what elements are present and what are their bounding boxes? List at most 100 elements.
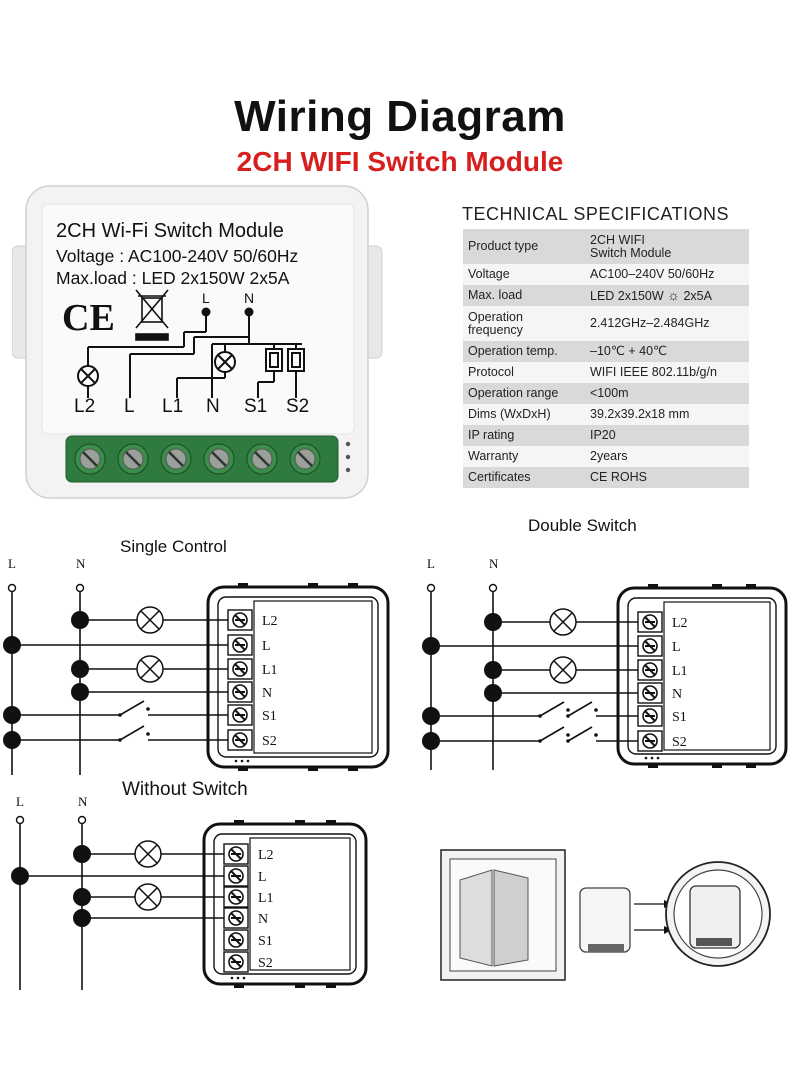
spec-value: 2years	[590, 449, 628, 463]
module-terminal-label: L2	[262, 614, 278, 629]
module-terminal	[223, 907, 249, 929]
junction-dot	[3, 636, 21, 654]
module-tab	[295, 820, 305, 825]
sun-icon: ☼	[667, 286, 680, 303]
switch-1b-contact	[566, 714, 570, 718]
terminal-screw	[232, 661, 248, 677]
module-terminal-label: L1	[672, 664, 688, 679]
module-inner-frame	[217, 596, 379, 758]
terminal-screw-slot	[230, 848, 242, 860]
module-terminal-label: S1	[262, 709, 277, 724]
lamp-cross	[140, 659, 160, 679]
module-tab	[348, 583, 358, 588]
spec-row: Dims (WxDxH)39.2x39.2x18 mm	[463, 404, 749, 425]
module-terminal	[227, 681, 253, 703]
spec-value: CE ROHS	[590, 470, 647, 484]
module-terminal	[637, 659, 663, 681]
terminal-screw	[232, 612, 248, 628]
module-terminal	[637, 682, 663, 704]
module-terminal	[223, 929, 249, 951]
module-schematic	[77, 307, 305, 398]
junction-dot	[73, 888, 91, 906]
junction-dot	[484, 613, 502, 631]
junction-dot	[71, 683, 89, 701]
spec-value: IP20	[590, 428, 616, 442]
module-terminal-label: S1	[672, 710, 687, 725]
line-label-L: L	[8, 556, 16, 571]
spec-value: <100m	[590, 386, 629, 400]
module-terminal	[637, 635, 663, 657]
terminal-screw	[228, 932, 244, 948]
spec-key: Max. load	[468, 288, 523, 302]
module-led-dot	[644, 756, 648, 760]
line-terminal	[77, 815, 87, 825]
spec-key: Product type	[468, 239, 539, 253]
module-terminal-N: N	[206, 396, 220, 417]
module-tab	[746, 584, 756, 589]
line-terminal	[15, 815, 25, 825]
module-terminal	[223, 865, 249, 887]
line-terminal	[7, 583, 17, 593]
junction-dot	[484, 684, 502, 702]
junction-dot	[484, 661, 502, 679]
module-tab	[712, 763, 722, 768]
lamp-icon	[134, 883, 162, 911]
terminal-screw-slot	[230, 956, 242, 968]
lamp-cross	[553, 660, 573, 680]
module-terminal	[223, 843, 249, 865]
without-switch-label: Without Switch	[122, 779, 248, 800]
module-terminal-L2: L2	[74, 396, 96, 417]
spec-value-extra: 2x5A	[683, 288, 712, 303]
install-arrow-head	[664, 926, 672, 934]
module-tab	[326, 820, 336, 825]
module-inner-frame	[213, 833, 357, 975]
terminal-screw	[232, 637, 248, 653]
module-terminal-label: N	[262, 686, 272, 701]
terminal-screw	[232, 684, 248, 700]
lamp-cross	[138, 887, 158, 907]
spec-value: LED 2x150W	[590, 288, 664, 303]
module-tab	[238, 583, 248, 588]
spec-key: Operation temp.	[468, 344, 558, 358]
module-terminal-label: S2	[672, 735, 687, 750]
lamp-cross	[553, 612, 573, 632]
line-terminal	[75, 583, 85, 593]
wall-box-inner	[673, 869, 763, 959]
single-control-label: Single Control	[120, 537, 227, 556]
spec-value: 2CH WIFI Switch Module	[590, 232, 672, 260]
spec-value: AC100–240V 50/60Hz	[590, 267, 715, 281]
switch-1a-lever	[539, 701, 565, 717]
switch-1-lever	[119, 700, 145, 716]
terminal-screw-slot	[644, 640, 656, 652]
module-terminal-label: L2	[258, 848, 274, 863]
switch-2b-contact	[566, 739, 570, 743]
module-label-panel	[253, 600, 373, 754]
module-terminal-S1: S1	[244, 396, 268, 417]
module-voltage: Voltage : AC100-240V 50/60Hz	[56, 246, 299, 266]
module-tab	[308, 766, 318, 771]
module-tab	[712, 584, 722, 589]
lamp-cross	[140, 610, 160, 630]
module-terminal	[637, 730, 663, 752]
junction-dot	[422, 637, 440, 655]
module-terminal	[227, 634, 253, 656]
spec-key: Certificates	[468, 470, 531, 484]
module-terminal-label: L1	[262, 663, 278, 678]
junction-dot	[73, 845, 91, 863]
spec-key: Protocol	[468, 365, 514, 379]
module-maxload: Max.load : LED 2x150W 2x5A	[56, 268, 290, 288]
spec-row: Certificates CE ROHS	[463, 467, 749, 488]
terminal-screw	[642, 708, 658, 724]
module-terminal-label: N	[258, 912, 268, 927]
module-tab	[648, 584, 658, 589]
lamp-cross	[138, 844, 158, 864]
lamp-icon	[549, 608, 577, 636]
module-tab	[648, 763, 658, 768]
module-illustration: CE 2CH Wi-Fi Switch Module Voltage : AC1…	[11, 182, 384, 504]
module-terminal-label: L1	[258, 891, 274, 906]
module-terminal	[637, 611, 663, 633]
switch-2a-lever	[539, 726, 565, 742]
